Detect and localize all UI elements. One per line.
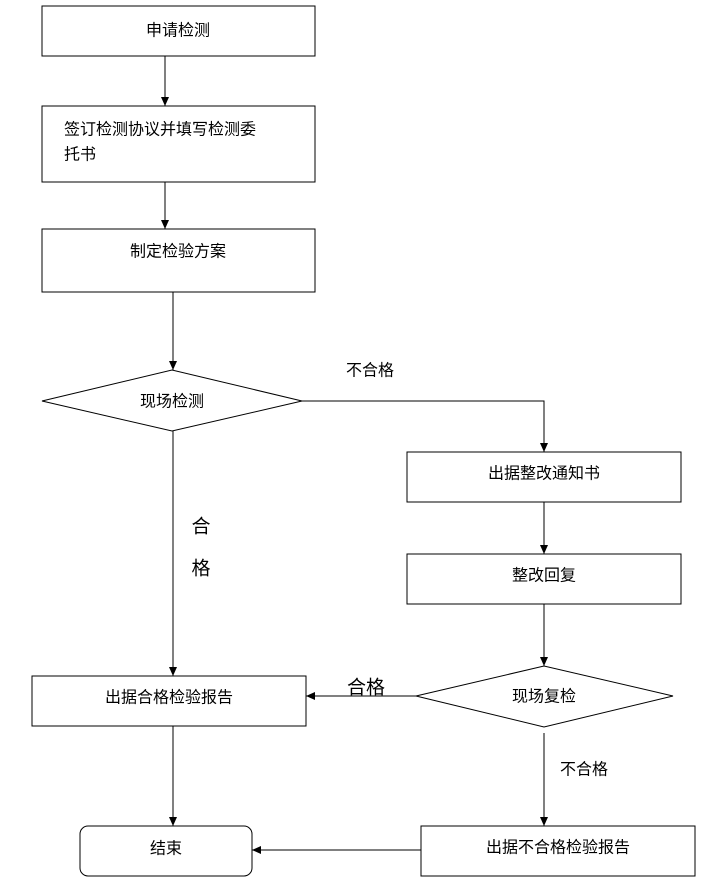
node-onsite-recheck-label: 现场复检: [512, 687, 576, 706]
arrow-onsite-to-notice: [302, 400, 548, 452]
node-end-label: 结束: [150, 839, 182, 858]
node-rectify-notice-label: 出据整改通知书: [488, 464, 600, 483]
edge-label-onsite-pass-char1: 合: [191, 516, 210, 538]
node-onsite-test: [41, 369, 303, 432]
node-apply-label: 申请检测: [146, 21, 210, 40]
node-end: [79, 825, 253, 877]
node-contract: [41, 105, 316, 183]
edge-label-onsite-pass-char2: 格: [191, 558, 210, 580]
node-apply: [41, 5, 316, 57]
edge-label-onsite-fail: 不合格: [346, 361, 394, 380]
node-fail-report-label: 出据不合格检验报告: [486, 838, 630, 857]
node-pass-report-label: 出据合格检验报告: [105, 688, 233, 707]
node-contract-label-line1: 签订检测协议并填写检测委: [64, 120, 256, 139]
node-rectify-notice: [406, 451, 682, 503]
node-plan-label: 制定检验方案: [130, 242, 226, 261]
node-plan: [41, 228, 316, 293]
edge-label-recheck-pass: 合格: [347, 677, 385, 699]
node-onsite-test-label: 现场检测: [140, 392, 204, 411]
node-fail-report: [420, 825, 696, 877]
node-rectify-reply-label: 整改回复: [512, 566, 576, 585]
node-contract-label-line2: 托书: [64, 145, 96, 164]
node-pass-report: [31, 675, 307, 727]
node-rectify-reply: [406, 553, 682, 605]
node-onsite-recheck: [415, 665, 674, 728]
edge-label-recheck-fail: 不合格: [560, 760, 608, 779]
